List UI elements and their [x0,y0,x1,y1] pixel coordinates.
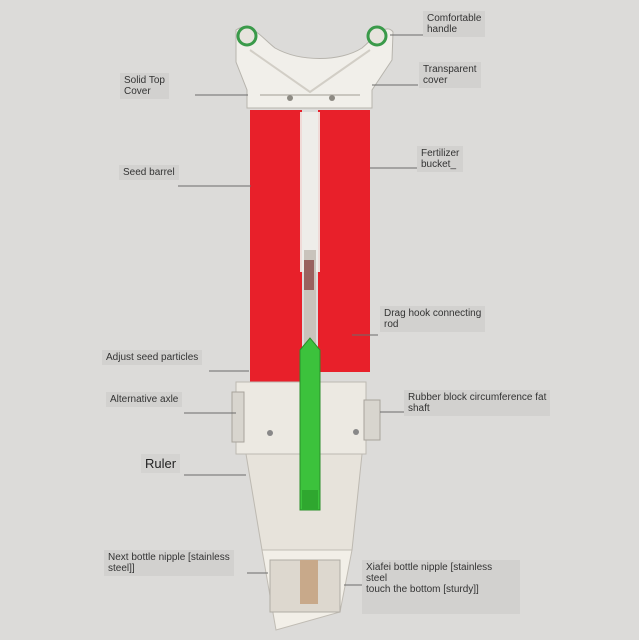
label-xiafei-bottle: Xiafei bottle nipple [stainless steel to… [362,560,520,614]
leader-lines [178,34,424,586]
seed-barrel-shape [250,110,370,382]
label-comfortable-handle: Comfortable handle [423,11,486,37]
label-drag-hook: Drag hook connecting rod [380,306,486,332]
label-rubber-block: Rubber block circumference fat shaft [404,390,551,416]
label-fertilizer-bucket: Fertilizer bucket_ [417,146,464,172]
label-ruler: Ruler [141,454,181,473]
label-solid-top-cover: Solid Top Cover [120,73,169,99]
handle-shape [235,25,394,109]
label-alternative-axle: Alternative axle [106,392,183,407]
ruler-shape [299,337,321,511]
label-transparent-cover: Transparent cover [419,62,481,88]
label-seed-barrel: Seed barrel [119,165,179,180]
label-adjust-seed: Adjust seed particles [102,350,203,365]
label-next-bottle: Next bottle nipple [stainless steel]] [104,550,234,576]
